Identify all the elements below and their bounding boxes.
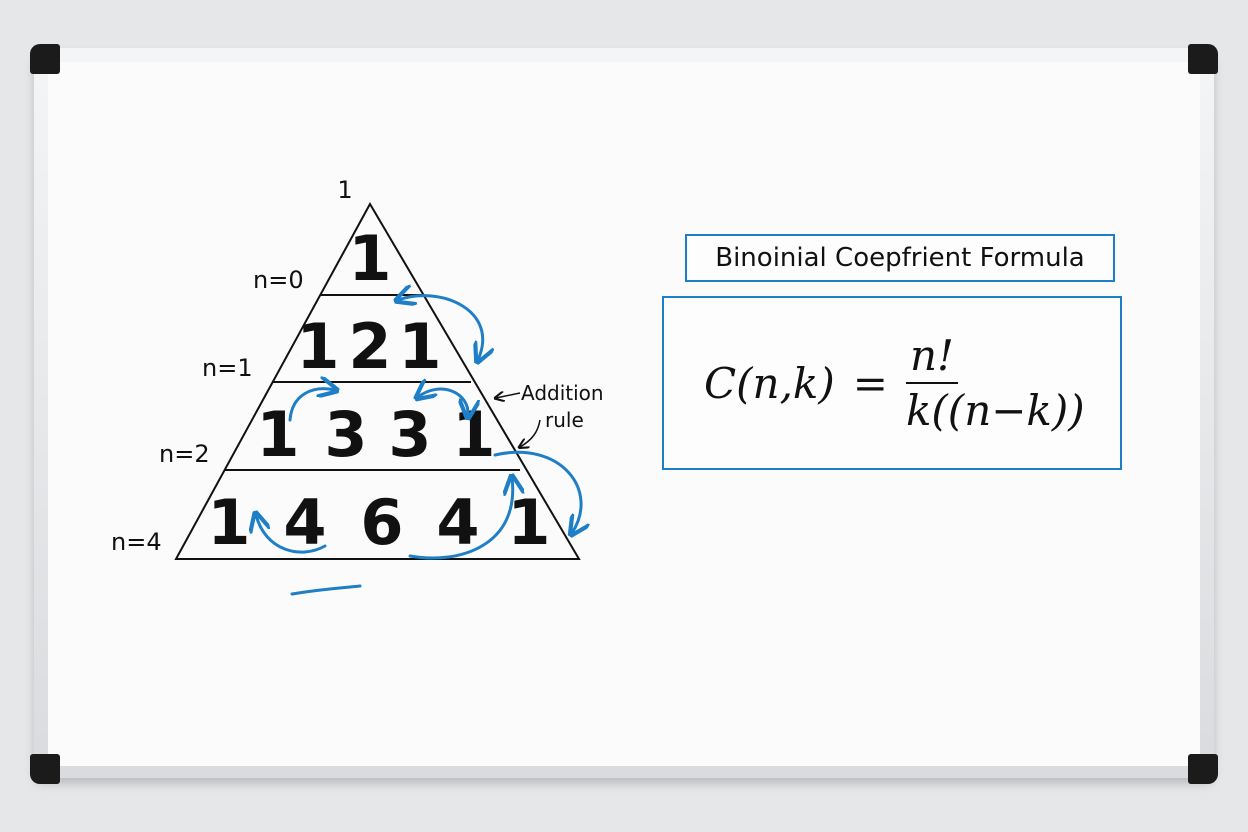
underline-stroke xyxy=(290,584,362,596)
addition-arrow xyxy=(408,478,513,560)
formula-box: C(n,k) = n! k((n−k)) xyxy=(662,296,1122,470)
addition-arrow xyxy=(493,450,581,533)
apex-label: 1 xyxy=(337,176,352,204)
frame-corner-bottom-right xyxy=(1188,754,1218,784)
formula-denominator: k((n−k)) xyxy=(905,386,1085,435)
triangle-value: 3 xyxy=(388,398,431,471)
addition-arrow xyxy=(418,389,468,416)
addition-arrow xyxy=(256,515,327,554)
formula-fraction: n! k((n−k)) xyxy=(905,331,1085,435)
row-label-0: n=0 xyxy=(253,266,304,294)
triangle-value: 2 xyxy=(348,310,391,383)
annotation-addition: Addition xyxy=(521,381,604,405)
addition-arrow xyxy=(398,296,483,360)
addition-arrow xyxy=(288,389,335,422)
triangle-value: 1 xyxy=(296,310,339,383)
annotation-pointer-arrow xyxy=(496,393,521,398)
formula-title: Binoinial Coepfrient Formula xyxy=(685,234,1115,282)
formula-numerator: n! xyxy=(905,331,958,384)
annotation-rule: rule xyxy=(545,408,584,432)
triangle-value: 3 xyxy=(324,398,367,471)
triangle-value: 1 xyxy=(207,486,250,559)
row-label-1: n=1 xyxy=(202,354,253,382)
triangle-value: 1 xyxy=(398,310,441,383)
triangle-value: 4 xyxy=(283,486,326,559)
row-label-3: n=4 xyxy=(111,528,162,556)
frame-corner-bottom-left xyxy=(30,754,60,784)
annotation-pointer-arrow xyxy=(520,419,541,447)
frame-corner-top-right xyxy=(1188,44,1218,74)
formula-equals: = xyxy=(852,358,888,408)
triangle-value: 6 xyxy=(360,486,403,559)
triangle-value: 1 xyxy=(348,222,391,295)
frame-corner-top-left xyxy=(30,44,60,74)
row-label-2: n=2 xyxy=(159,440,210,468)
triangle-value: 1 xyxy=(507,486,550,559)
formula-lhs: C(n,k) xyxy=(704,358,835,408)
triangle-value: 4 xyxy=(436,486,479,559)
binomial-formula: C(n,k) = n! k((n−k)) xyxy=(704,298,1085,468)
triangle-value: 1 xyxy=(452,398,495,471)
